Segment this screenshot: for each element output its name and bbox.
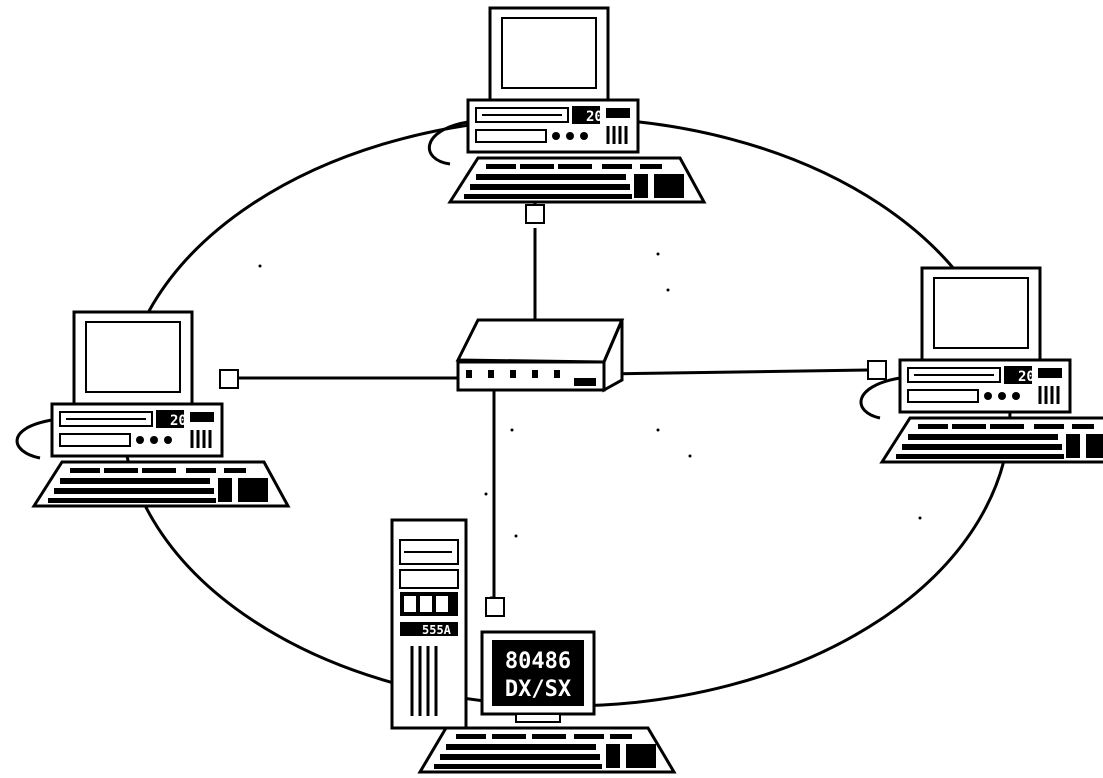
cable-connectors	[219, 188, 887, 617]
pc-left: 20	[32, 310, 290, 508]
connector-left	[219, 369, 239, 389]
monitor-line1: 80486	[505, 649, 571, 674]
tower-panel-text: 555A	[422, 623, 452, 637]
drive-display-left: 20	[170, 413, 187, 429]
cable-loop-top	[427, 120, 469, 166]
pc-top: 20	[448, 6, 706, 204]
connector-bottom	[485, 597, 505, 617]
network-hub	[455, 318, 625, 393]
monitor-line2: DX/SX	[505, 677, 571, 702]
pc-tower: 555A 80486 DX/SX	[390, 518, 677, 774]
cable-loop-right	[859, 376, 901, 420]
connector-top	[525, 204, 545, 224]
cable-loop-left	[15, 418, 53, 460]
drive-display-right: 20	[1018, 369, 1035, 385]
drive-display-top: 20	[586, 109, 603, 125]
star-cables	[238, 228, 869, 600]
pc-right: 20	[880, 266, 1103, 464]
speckles	[258, 252, 922, 538]
ring-cable	[120, 116, 1012, 708]
connector-right	[867, 360, 887, 380]
